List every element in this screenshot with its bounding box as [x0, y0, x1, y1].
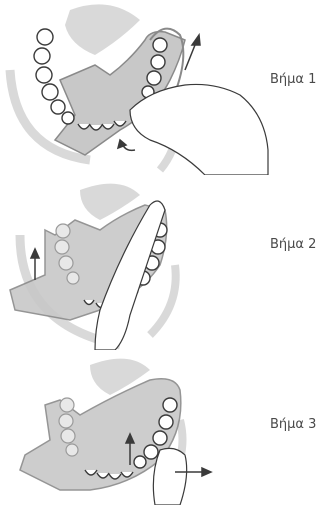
step-1-label: Βήμα 1 — [270, 72, 316, 87]
arrow-up — [31, 249, 39, 280]
step-2-panel: Βήμα 2 — [0, 175, 320, 350]
step-2-label: Βήμα 2 — [270, 237, 316, 252]
finger-shape — [153, 448, 186, 505]
step-1-panel: Βήμα 1 — [0, 0, 320, 175]
hand-shape — [130, 84, 268, 175]
step-2-illustration — [0, 175, 270, 350]
jaw-arc-right — [150, 265, 176, 335]
arrow-up-right — [185, 35, 200, 70]
palate-shape — [65, 4, 140, 55]
step-1-illustration — [0, 0, 270, 175]
step-3-illustration — [0, 350, 270, 505]
arrow-curved — [118, 140, 135, 150]
step-3-label: Βήμα 3 — [270, 417, 316, 432]
step-3-panel: Βήμα 3 — [0, 350, 320, 505]
